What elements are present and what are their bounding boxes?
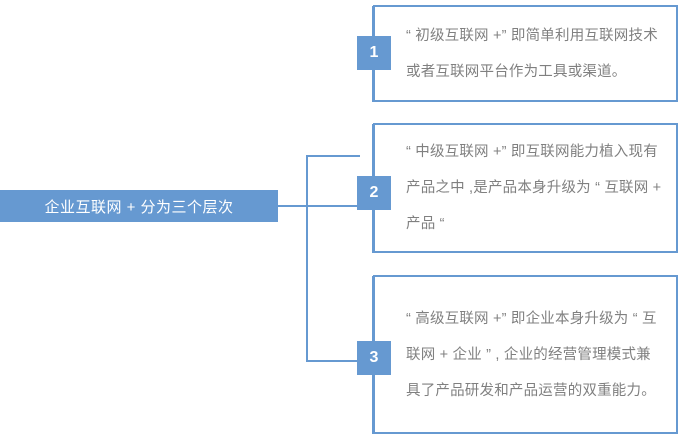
node-card-2-text: “ 中级互联网 +” 即互联网能力植入现有产品之中 ,是产品本身升级为 “ 互联… xyxy=(406,144,662,232)
root-node[interactable]: 企业互联网 + 分为三个层次 xyxy=(0,190,278,222)
node-card-2[interactable]: “ 中级互联网 +” 即互联网能力植入现有产品之中 ,是产品本身升级为 “ 互联… xyxy=(373,123,678,253)
connector-branch-1 xyxy=(306,155,360,157)
connector-root-stub xyxy=(278,205,308,207)
connector-trunk xyxy=(306,155,308,362)
node-badge-1: 1 xyxy=(357,36,391,70)
node-badge-3: 3 xyxy=(357,341,391,375)
node-badge-1-number: 1 xyxy=(369,44,379,61)
root-node-label: 企业互联网 + 分为三个层次 xyxy=(44,198,234,216)
node-card-1-text: “ 初级互联网 +” 即简单利用互联网技术或者互联网平台作为工具或渠道。 xyxy=(406,27,658,80)
node-card-3-text: “ 高级互联网 +” 即企业本身升级为 “ 互联网 + 企业 ” , 企业的经营… xyxy=(406,310,657,399)
node-card-1[interactable]: “ 初级互联网 +” 即简单利用互联网技术或者互联网平台作为工具或渠道。 xyxy=(373,5,678,102)
node-badge-3-number: 3 xyxy=(369,349,379,366)
node-card-3[interactable]: “ 高级互联网 +” 即企业本身升级为 “ 互联网 + 企业 ” , 企业的经营… xyxy=(373,275,678,434)
connector-branch-2 xyxy=(306,205,360,207)
connector-branch-3 xyxy=(306,360,360,362)
node-badge-2: 2 xyxy=(357,176,391,210)
node-badge-2-number: 2 xyxy=(369,184,379,201)
